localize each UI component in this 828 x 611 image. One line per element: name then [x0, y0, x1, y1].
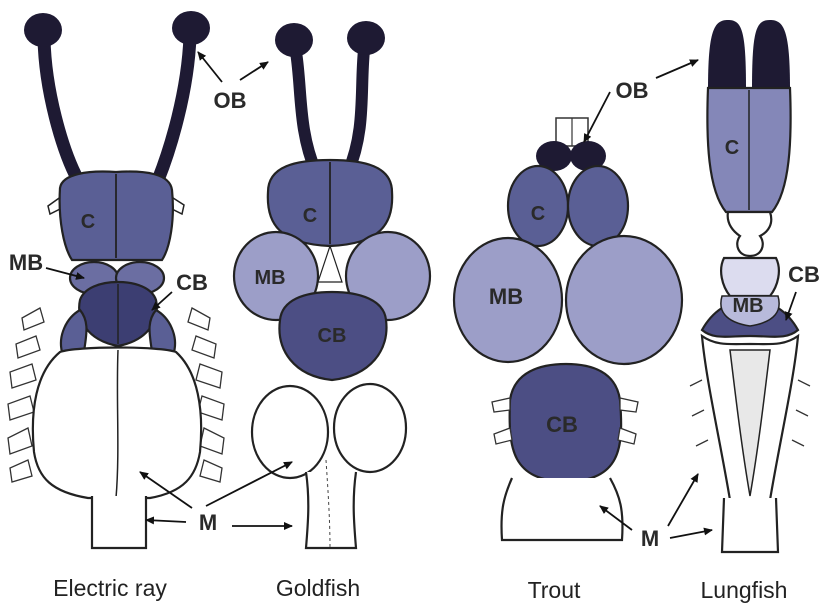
caption-lungfish: Lungfish — [701, 577, 788, 603]
goldfish-olfactory-stalk-right — [348, 50, 364, 172]
ray-auricle-left — [61, 310, 87, 352]
caption-electric-ray: Electric ray — [53, 575, 167, 601]
ray-olfactory-bulb-left — [24, 13, 62, 47]
caption-trout: Trout — [528, 577, 581, 603]
lungfish-olfactory-bulb-right — [752, 20, 790, 90]
ray-olfactory-stalk-right — [158, 36, 190, 180]
lungfish-spinal-cord — [722, 498, 778, 552]
ray-olfactory-stalk-left — [44, 38, 78, 180]
lungfish-diencephalon — [728, 212, 772, 256]
goldfish-label-c: C — [303, 205, 317, 227]
goldfish-spinal-cord — [306, 472, 356, 548]
trout-label-mb: MB — [489, 284, 523, 309]
goldfish-label-cb: CB — [318, 325, 347, 347]
trout-label-c: C — [531, 203, 545, 225]
goldfish-olfactory-bulb-left — [275, 23, 313, 57]
ray-auricle-right — [150, 310, 176, 352]
trout-label-cb: CB — [546, 412, 578, 437]
goldfish-olfactory-bulb-right — [347, 21, 385, 55]
trout-midbrain-right — [566, 236, 682, 364]
label-m-center: M — [199, 510, 217, 535]
label-ob-right: OB — [616, 78, 649, 103]
ray-spinal-cord — [92, 496, 146, 548]
trout-cerebrum-right — [568, 166, 628, 246]
goldfish-medulla-left — [252, 386, 328, 478]
goldfish-olfactory-stalk-left — [296, 52, 316, 172]
label-mb-left: MB — [9, 250, 43, 275]
ray-label-c: C — [81, 211, 95, 233]
lungfish-midbrain — [721, 258, 779, 296]
label-cb-left: CB — [176, 270, 208, 295]
species-captions: Electric ray Goldfish Trout Lungfish — [53, 575, 787, 603]
goldfish-label-mb: MB — [254, 267, 285, 289]
label-ob-top: OB — [214, 88, 247, 113]
lungfish-label-c: C — [725, 137, 739, 159]
ray-olfactory-bulb-right — [172, 11, 210, 45]
label-cb-right: CB — [788, 262, 820, 287]
lungfish-label-mb: MB — [732, 295, 763, 317]
label-m-right: M — [641, 526, 659, 551]
goldfish-midbrain-gap — [318, 246, 342, 282]
lungfish-olfactory-bulb-left — [708, 20, 746, 90]
goldfish-medulla-right — [334, 384, 406, 472]
caption-goldfish: Goldfish — [276, 575, 360, 601]
trout-brain — [454, 118, 682, 540]
